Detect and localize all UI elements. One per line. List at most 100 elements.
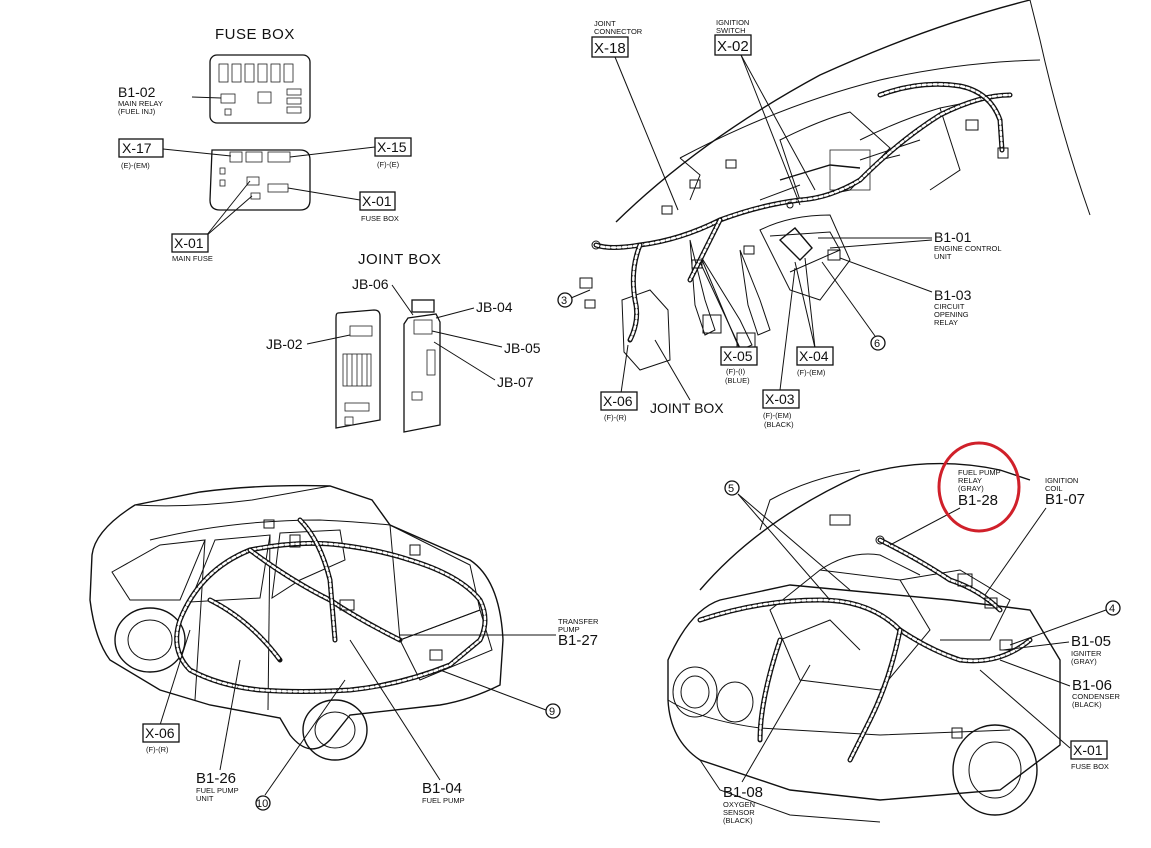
callout-number-6-text: 6 [874,338,880,350]
dashboard-drawing [579,0,1091,371]
highlight-circle [937,441,1021,533]
x-01-fuse-box-sub: FUSE BOX [361,214,399,223]
x-06-top-sub: (F)-(R) [604,413,627,422]
x-03-sub1: (F)-(EM) [763,411,792,420]
callout-number-9: 9 [545,703,561,719]
b1-27-desc2: PUMP [558,625,580,634]
b1-28-label: FUEL PUMP RELAY (GRAY) B1-28 [958,468,1001,509]
x-01-bottom-sub: FUSE BOX [1071,762,1109,771]
b1-02-desc2: (FUEL INJ) [118,107,156,116]
b1-27-desc1: TRANSFER [558,617,599,626]
b1-03-desc1: CIRCUIT [934,302,965,311]
b1-28-desc2: RELAY [958,476,982,485]
joint-box-dash-label: JOINT BOX [650,400,724,416]
callout-number-5: 5 [724,480,740,496]
joint-box-title: JOINT BOX [358,251,441,268]
b1-05-desc1: IGNITER [1071,649,1102,658]
b1-05-desc2: (GRAY) [1071,657,1097,666]
callout-number-10-text: 10 [256,798,268,810]
x-15-label: X-15 (F)-(E) [374,137,412,169]
x-05-code: X-05 [723,348,753,364]
b1-03-code: B1-03 [934,287,972,303]
jb-04-label: JB-04 [476,299,513,315]
b1-26-code: B1-26 [196,770,236,787]
b1-07-desc1: IGNITION [1045,476,1078,485]
x-01-bottom-code: X-01 [1073,742,1103,758]
x-06-bottom-code: X-06 [145,725,175,741]
jb-07-label: JB-07 [497,374,534,390]
callout-number-10: 10 [255,795,271,811]
x-01-bottom-label: X-01 FUSE BOX [1070,740,1109,771]
joint-box-right-drawing [403,299,441,433]
x-06-bottom-label: X-06 (F)-(R) [142,723,180,754]
rear-car-drawing [89,484,504,761]
b1-06-label: B1-06 CONDENSER (BLACK) [1072,677,1121,709]
b1-06-desc2: (BLACK) [1072,700,1102,709]
b1-05-code: B1-05 [1071,633,1111,650]
b1-06-code: B1-06 [1072,677,1112,694]
x-05-sub1: (F)-(I) [726,367,746,376]
b1-26-desc1: FUEL PUMP [196,786,239,795]
b1-28-desc1: FUEL PUMP [958,468,1001,477]
x-01-fuse-box-label: X-01 FUSE BOX [359,191,399,223]
x-01-fuse-box-code: X-01 [362,193,392,209]
b1-08-desc3: (BLACK) [723,816,753,825]
callout-number-6: 6 [870,335,886,351]
b1-26-label: B1-26 FUEL PUMP UNIT [196,770,239,803]
b1-04-label: B1-04 FUEL PUMP [422,780,465,805]
jb-05-label: JB-05 [504,340,541,356]
x-17-label: X-17 (E)-(EM) [118,138,164,170]
x-05-sub2: (BLUE) [725,376,750,385]
x-17-sub: (E)-(EM) [121,161,150,170]
x-04-label: X-04 (F)-(EM) [796,346,834,377]
joint-box-section: JOINT BOX JB-06 JB-04 [266,251,541,433]
x-03-sub2: (BLACK) [764,420,794,429]
b1-08-desc1: OXYGEN [723,800,755,809]
x-01-main-fuse-label: X-01 MAIN FUSE [171,233,213,263]
x-02-desc1: IGNITION [716,18,749,27]
b1-28-code: B1-28 [958,492,998,509]
b1-01-desc1: ENGINE CONTROL [934,244,1002,253]
dashboard-section: JOINT CONNECTOR X-18 IGNITION SWITCH X-0… [557,0,1091,429]
x-01-main-fuse-sub: MAIN FUSE [172,254,213,263]
b1-01-desc2: UNIT [934,252,952,261]
b1-02-code: B1-02 [118,84,156,100]
engine-bay-section: 5 FUEL PUMP RELAY (GRAY) B1-28 IGNITION … [667,441,1121,825]
b1-03-desc2: OPENING [934,310,969,319]
x-06-bottom-sub: (F)-(R) [146,745,169,754]
b1-03-desc3: RELAY [934,318,958,327]
jb-06-label: JB-06 [352,276,389,292]
b1-08-label: B1-08 OXYGEN SENSOR (BLACK) [723,784,763,825]
x-06-top-label: X-06 (F)-(R) [600,391,638,422]
x-18-desc2: CONNECTOR [594,27,643,36]
b1-04-code: B1-04 [422,780,462,797]
x-04-code: X-04 [799,348,829,364]
x-02-label: IGNITION SWITCH X-02 [714,18,752,56]
b1-07-label: IGNITION COIL B1-07 [1045,476,1085,508]
engine-bay-drawing [667,462,1061,823]
b1-01-label: B1-01 ENGINE CONTROL UNIT [934,229,1002,261]
fuse-box-upper-drawing [209,54,311,124]
x-18-desc1: JOINT [594,19,616,28]
b1-27-code: B1-27 [558,632,598,649]
fuse-box-lower-drawing [209,149,311,211]
b1-07-code: B1-07 [1045,491,1085,508]
x-03-label: X-03 (F)-(EM) (BLACK) [762,389,800,429]
x-18-label: JOINT CONNECTOR X-18 [591,19,643,58]
x-02-desc2: SWITCH [716,26,746,35]
rear-car-section: TRANSFER PUMP B1-27 9 X-06 (F)-(R) B1-26… [89,484,599,811]
b1-03-label: B1-03 CIRCUIT OPENING RELAY [934,287,972,327]
b1-08-desc2: SENSOR [723,808,755,817]
joint-box-left-drawing [335,309,381,429]
b1-01-code: B1-01 [934,229,972,245]
b1-07-desc2: COIL [1045,484,1063,493]
x-15-sub: (F)-(E) [377,160,400,169]
callout-number-4-text: 4 [1109,603,1115,615]
callout-number-3: 3 [557,292,573,308]
b1-06-desc1: CONDENSER [1072,692,1121,701]
jb-02-label: JB-02 [266,336,303,352]
x-06-top-code: X-06 [603,393,633,409]
b1-05-label: B1-05 IGNITER (GRAY) [1071,633,1111,666]
callout-number-9-text: 9 [549,706,555,718]
